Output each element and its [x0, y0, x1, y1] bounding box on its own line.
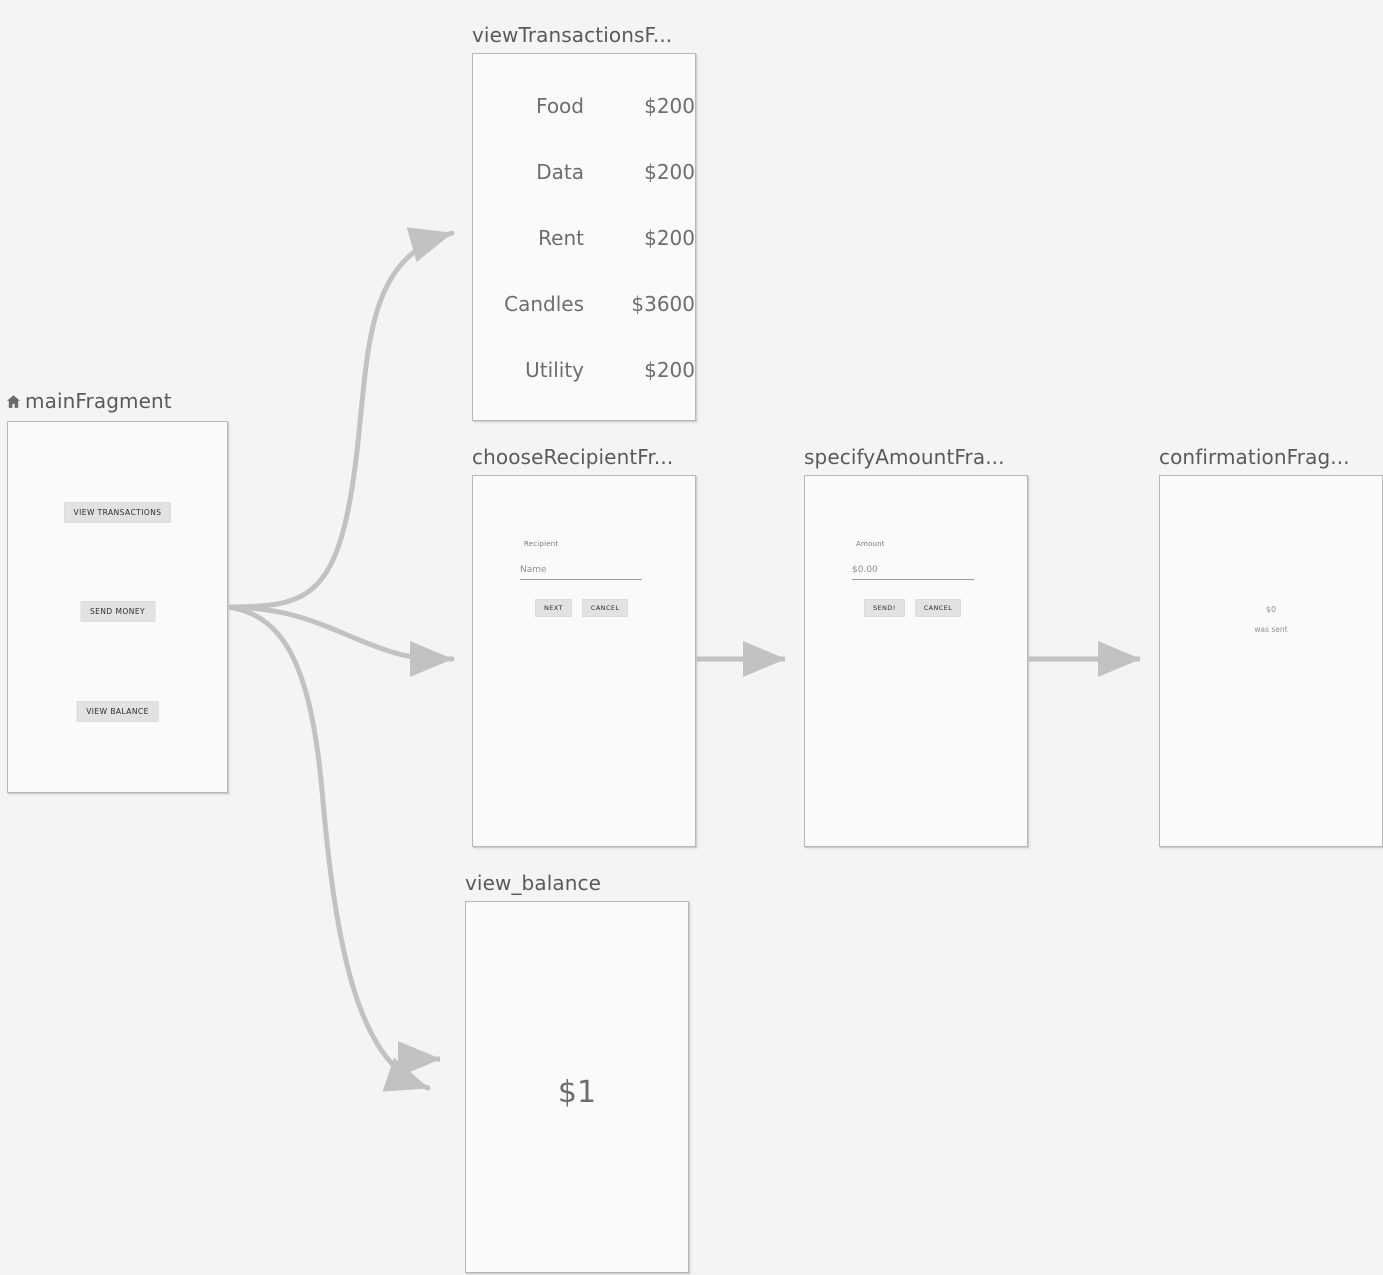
destination-specify-amount-fragment[interactable]: specifyAmountFra... Amount $0.00 SEND! C…: [804, 445, 1028, 847]
choose-recipient-preview: Recipient Name NEXT CANCEL: [472, 475, 696, 847]
cancel-button[interactable]: CANCEL: [581, 599, 629, 617]
destination-title-main: mainFragment: [5, 389, 172, 415]
transaction-amount: $200: [644, 226, 695, 250]
transaction-row: Data $200: [473, 161, 695, 183]
confirmation-preview: $0 was sent: [1159, 475, 1383, 847]
amount-field-label: Amount: [856, 540, 885, 548]
transaction-name: Candles: [504, 292, 584, 316]
confirmation-message: $0 was sent: [1160, 606, 1382, 634]
destination-title-choose-recipient: chooseRecipientFr...: [472, 445, 674, 469]
destination-view-transactions-fragment[interactable]: viewTransactionsF... Food $200 Data $200…: [472, 23, 696, 421]
home-icon: [5, 391, 22, 415]
button-view-transactions[interactable]: VIEW TRANSACTIONS: [63, 502, 172, 523]
destination-title-view-balance: view_balance: [465, 871, 601, 895]
destination-choose-recipient-fragment[interactable]: chooseRecipientFr... Recipient Name NEXT…: [472, 445, 696, 847]
button-send-money[interactable]: SEND MONEY: [79, 601, 156, 622]
cancel-button[interactable]: CANCEL: [914, 599, 962, 617]
transaction-amount: $200: [644, 358, 695, 382]
transaction-row: Rent $200: [473, 227, 695, 249]
destination-main-fragment[interactable]: mainFragment VIEW TRANSACTIONS SEND MONE…: [6, 389, 228, 793]
next-button[interactable]: NEXT: [535, 599, 572, 617]
transaction-amount: $200: [644, 94, 695, 118]
amount-input[interactable]: $0.00: [852, 566, 974, 580]
specify-amount-preview: Amount $0.00 SEND! CANCEL: [804, 475, 1028, 847]
transaction-row: Candles $3600: [473, 293, 695, 315]
transaction-amount: $3600: [631, 292, 695, 316]
action-edge-choose-recipient: [226, 604, 455, 678]
view-transactions-preview: Food $200 Data $200 Rent $200 Candles $3…: [472, 53, 696, 421]
specify-amount-actions: SEND! CANCEL: [864, 599, 962, 617]
recipient-field-label: Recipient: [524, 540, 559, 548]
transaction-name: Data: [536, 160, 584, 184]
action-edge-view-balance: [226, 604, 431, 1092]
destination-title-specify-amount: specifyAmountFra...: [804, 445, 1005, 469]
action-edge-view-transactions: [226, 227, 455, 610]
transaction-name: Utility: [525, 358, 584, 382]
confirmation-amount: $0: [1265, 605, 1277, 614]
destination-title-confirmation: confirmationFrag...: [1159, 445, 1350, 469]
send-button[interactable]: SEND!: [864, 599, 905, 617]
button-view-balance[interactable]: VIEW BALANCE: [76, 701, 159, 722]
transaction-row: Utility $200: [473, 359, 695, 381]
view-balance-preview: $1: [465, 901, 689, 1273]
main-fragment-preview: VIEW TRANSACTIONS SEND MONEY VIEW BALANC…: [7, 421, 228, 793]
transaction-row: Food $200: [473, 95, 695, 117]
destination-confirmation-fragment[interactable]: confirmationFrag... $0 was sent: [1159, 445, 1383, 847]
recipient-name-input[interactable]: Name: [520, 566, 642, 580]
destination-view-balance[interactable]: view_balance $1: [465, 871, 689, 1273]
confirmation-subtext: was sent: [1254, 625, 1288, 634]
transaction-name: Food: [536, 94, 584, 118]
balance-amount: $1: [557, 1075, 597, 1110]
choose-recipient-actions: NEXT CANCEL: [535, 599, 629, 617]
transaction-amount: $200: [644, 160, 695, 184]
destination-title-main-label: mainFragment: [25, 389, 172, 413]
destination-title-view-transactions: viewTransactionsF...: [472, 23, 673, 47]
transaction-name: Rent: [538, 226, 584, 250]
